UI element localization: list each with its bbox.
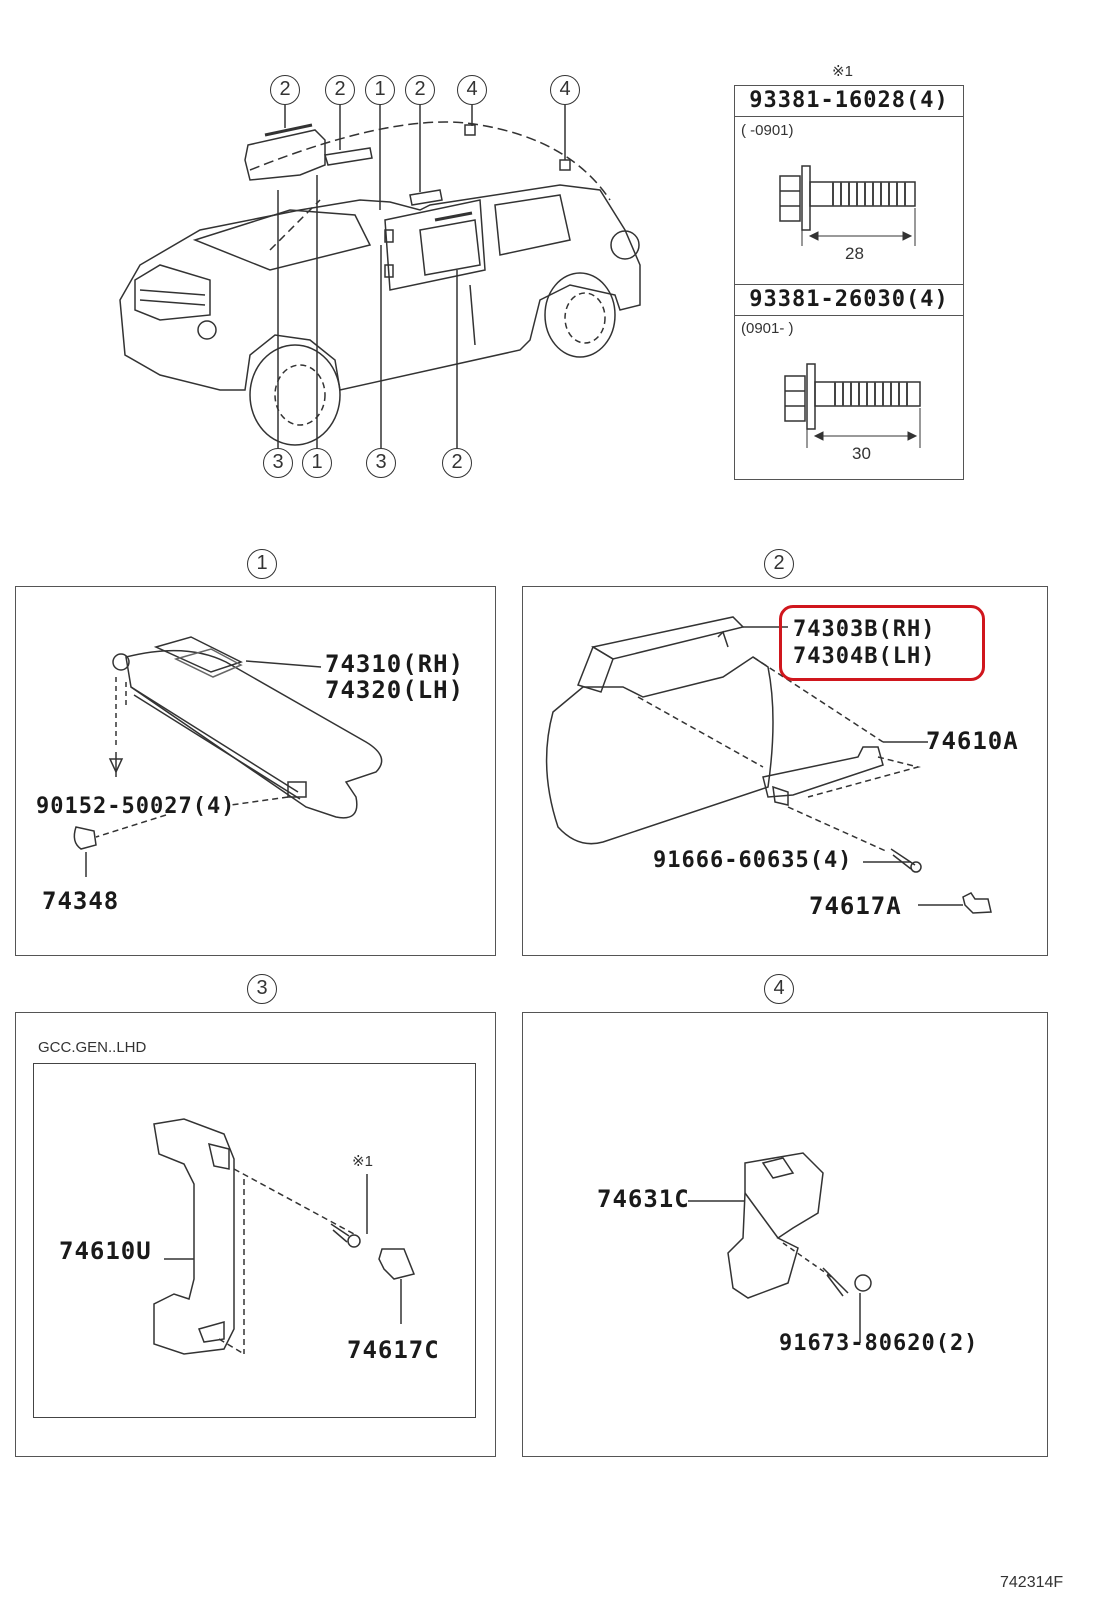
callout-2: 2 xyxy=(270,75,300,105)
part-number-91666-60635: 91666-60635(4) xyxy=(653,848,853,873)
callout-1: 1 xyxy=(365,75,395,105)
bolt-part-number: 93381-26030(4) xyxy=(735,284,963,316)
callout-2: 2 xyxy=(325,75,355,105)
bolt-reference-marker: ※1 xyxy=(832,63,853,80)
panel-4-hook: 74631C 91673-80620(2) xyxy=(522,1012,1048,1457)
assist-grip-drawing xyxy=(153,1118,416,1355)
part-number-74610a: 74610A xyxy=(926,727,1019,755)
part-number-74610u: 74610U xyxy=(59,1237,152,1265)
panel-2-sun-visor-assembly: 74303B(RH) 74304B(LH) 74610A 91666-60635… xyxy=(522,586,1048,956)
part-number-74348: 74348 xyxy=(42,887,120,915)
callout-2: 2 xyxy=(442,448,472,478)
bolt-part-number: 93381-16028(4) xyxy=(735,86,963,117)
part-number-74303b-rh: 74303B(RH) xyxy=(793,617,936,642)
callout-1: 1 xyxy=(302,448,332,478)
panel-1-number: 1 xyxy=(247,549,277,579)
part-number-74320-lh: 74320(LH) xyxy=(325,676,465,704)
part-number-74631c: 74631C xyxy=(597,1185,690,1213)
panel-3-assist-grip: GCC.GEN..LHD ※1 74610U 74617C xyxy=(15,1012,496,1457)
visor-assembly-drawing xyxy=(545,616,992,914)
callout-3: 3 xyxy=(263,448,293,478)
bolt-date-range: (0901- ) xyxy=(741,320,794,337)
part-number-90152-50027: 90152-50027(4) xyxy=(36,794,236,819)
part-number-74617c: 74617C xyxy=(347,1336,440,1364)
hook-drawing xyxy=(688,1152,872,1343)
condition-subframe: ※1 74610U 74617C xyxy=(33,1063,476,1418)
callout-4: 4 xyxy=(457,75,487,105)
bolt-length: 28 xyxy=(845,244,864,263)
part-number-74310-rh: 74310(RH) xyxy=(325,650,465,678)
part-number-91673-80620: 91673-80620(2) xyxy=(779,1331,979,1356)
vehicle-overview: 2 2 1 2 4 4 3 1 3 2 xyxy=(100,70,660,490)
panel-2-number: 2 xyxy=(764,549,794,579)
bolt-icon xyxy=(784,363,921,448)
bolt-reference-marker: ※1 xyxy=(352,1153,373,1170)
part-number-74304b-lh: 74304B(LH) xyxy=(793,644,936,669)
bolt-reference-box: 93381-16028(4) ( -0901) 28 93381-26030(4… xyxy=(734,85,964,480)
panel-4-number: 4 xyxy=(764,974,794,1004)
bolt-length: 30 xyxy=(852,444,871,463)
bolt-date-range: ( -0901) xyxy=(741,122,794,139)
callout-2: 2 xyxy=(405,75,435,105)
sun-visor-drawing xyxy=(73,636,383,877)
part-number-74617a: 74617A xyxy=(809,892,902,920)
highlight-box xyxy=(779,605,985,681)
panel-3-number: 3 xyxy=(247,974,277,1004)
figure-id: 742314F xyxy=(1000,1574,1064,1591)
bolt-icon xyxy=(779,165,916,246)
callout-3: 3 xyxy=(366,448,396,478)
condition-label: GCC.GEN..LHD xyxy=(38,1039,147,1056)
panel-1-sun-visor: 74310(RH) 74320(LH) 90152-50027(4) 74348 xyxy=(15,586,496,956)
callout-4: 4 xyxy=(550,75,580,105)
vehicle-line-drawing xyxy=(119,105,641,448)
